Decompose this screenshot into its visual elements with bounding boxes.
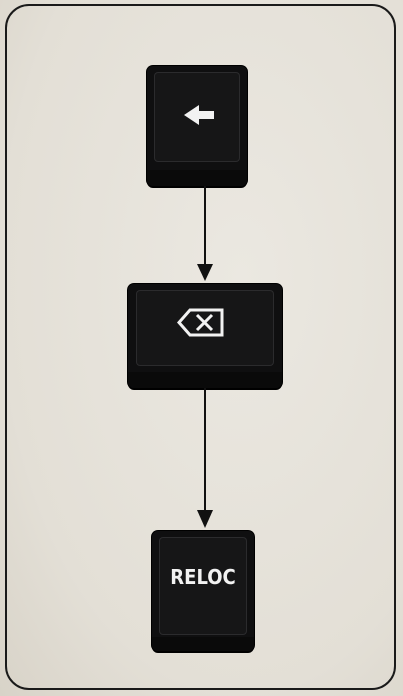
arrowhead-2	[197, 510, 213, 528]
arrowhead-1	[197, 264, 213, 281]
